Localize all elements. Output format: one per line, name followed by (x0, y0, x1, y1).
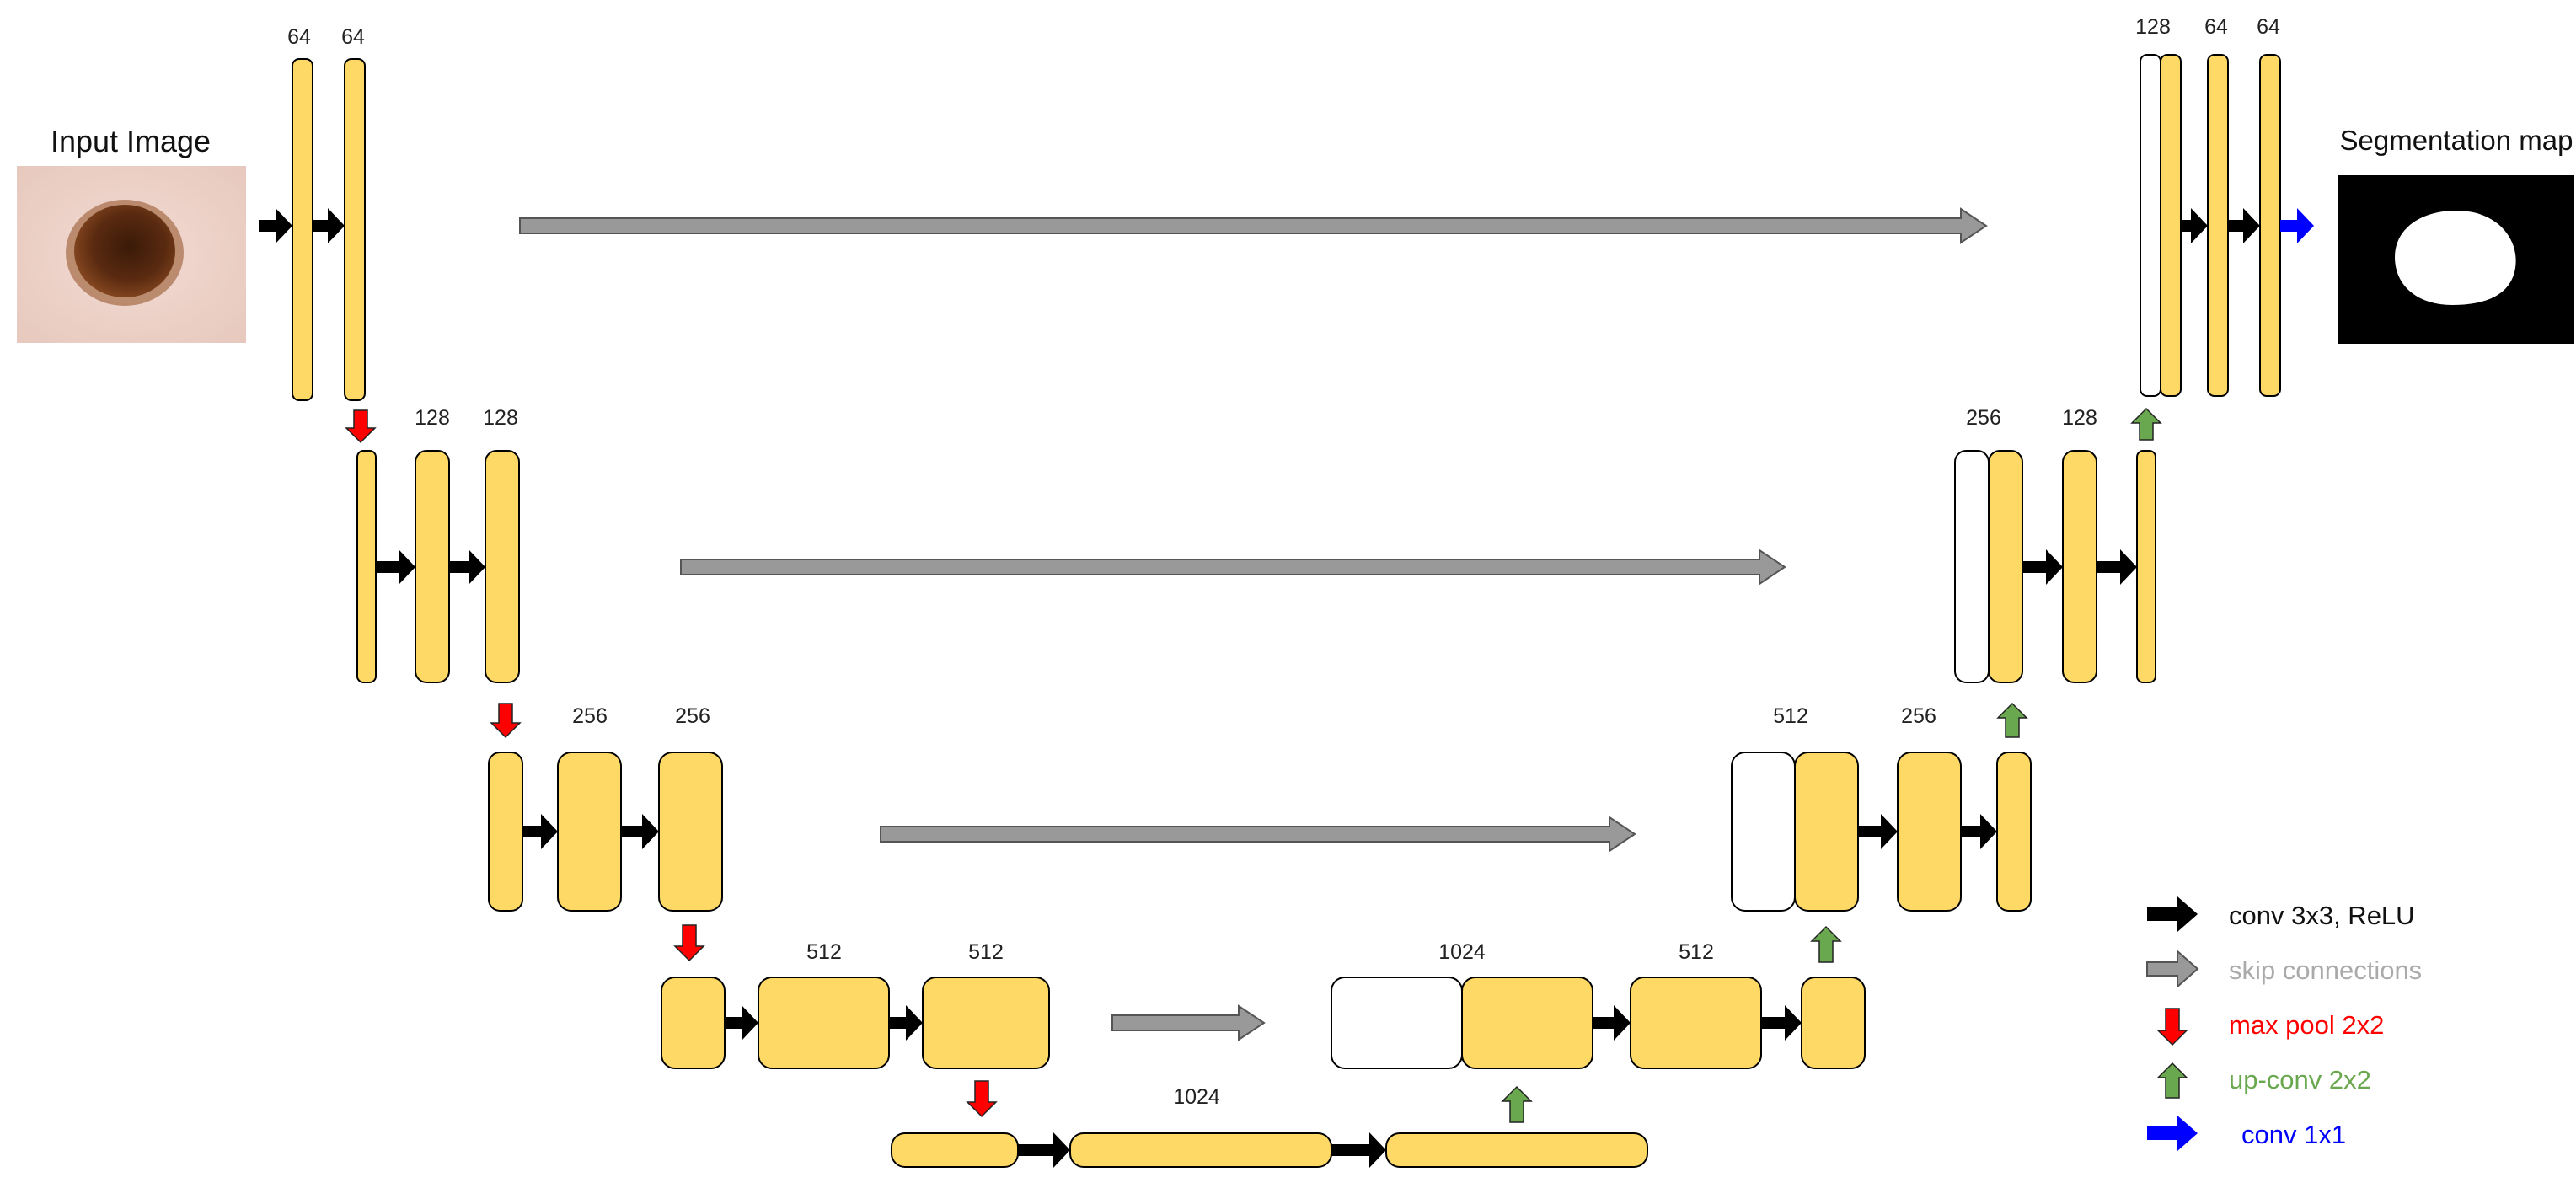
legend-conv1x1-label: conv 1x1 (2241, 1120, 2346, 1149)
channels-dec3-concat: 512 (1773, 704, 1808, 728)
feature-map-enc4a (758, 977, 890, 1069)
conv-arrow-16 (2097, 549, 2137, 585)
conv-arrow-11 (1593, 1005, 1631, 1041)
feature-map-enc3-pool (488, 752, 523, 912)
feature-map-dec3-out (1897, 752, 1962, 912)
channels-enc3a: 256 (572, 704, 608, 728)
legend-conv-arrow-icon (2147, 896, 2198, 932)
conv-arrow-4 (449, 549, 485, 585)
skip-connection-4 (1111, 1004, 1266, 1041)
feature-map-bottleneck-pool (891, 1132, 1019, 1168)
legend-skip-label: skip connections (2229, 955, 2422, 985)
feature-map-dec4-conv (1801, 977, 1866, 1069)
upconv-arrow-1 (1501, 1085, 1533, 1123)
maxpool-arrow-2 (490, 703, 522, 739)
feature-map-dec3-skip (1731, 752, 1796, 912)
feature-map-enc4b (922, 977, 1050, 1069)
feature-map-enc4-pool (661, 977, 726, 1069)
channels-dec4-concat: 1024 (1438, 940, 1486, 964)
conv-arrow-14 (1961, 814, 1997, 849)
legend-conv1x1-arrow-icon (2147, 1116, 2198, 1151)
channels-dec3-out: 256 (1901, 704, 1936, 728)
channels-enc4b: 512 (968, 940, 1004, 964)
conv1x1-arrow (2280, 208, 2314, 243)
feature-map-dec4-skip (1331, 977, 1463, 1069)
conv-arrow-15 (2022, 549, 2063, 585)
feature-map-enc2b (485, 450, 520, 683)
feature-map-dec2-skip (1954, 450, 1990, 683)
maxpool-arrow-3 (673, 924, 705, 962)
conv-arrow-3 (376, 549, 415, 585)
conv-arrow-12 (1761, 1005, 1802, 1041)
segmentation-map (2338, 175, 2574, 344)
conv-arrow-10 (1331, 1132, 1386, 1168)
channels-dec1-concat: 128 (2135, 15, 2171, 39)
feature-map-bottleneck-b (1385, 1132, 1648, 1168)
legend-upconv-arrow-icon (2156, 1062, 2188, 1099)
feature-map-enc3b (658, 752, 723, 912)
channels-dec2-concat: 256 (1966, 406, 2001, 430)
channels-dec1-b: 64 (2257, 15, 2280, 39)
feature-map-dec2-out (2062, 450, 2097, 683)
feature-map-dec4-out (1630, 977, 1762, 1069)
channels-bottleneck: 1024 (1173, 1085, 1220, 1109)
maxpool-arrow-1 (345, 409, 377, 444)
conv-arrow-5 (522, 814, 558, 849)
skip-connection-2 (680, 549, 1786, 586)
feature-map-dec4-up (1461, 977, 1593, 1069)
feature-map-enc1b (344, 58, 366, 401)
channels-enc1a: 64 (287, 25, 311, 49)
upconv-arrow-3 (1996, 702, 2028, 738)
legend: conv 3x3, ReLU skip connections max pool… (2146, 896, 2422, 1151)
conv-arrow-1 (259, 208, 292, 243)
feature-map-dec1-skip (2140, 54, 2161, 397)
channels-enc2a: 128 (415, 406, 450, 430)
feature-map-dec2-conv (2136, 450, 2156, 683)
legend-pool-label: max pool 2x2 (2229, 1010, 2384, 1040)
feature-map-dec2-up (1988, 450, 2023, 683)
feature-map-bottleneck-a (1069, 1132, 1332, 1168)
skip-connection-3 (880, 816, 1636, 853)
maxpool-arrow-4 (966, 1080, 998, 1118)
channels-enc2b: 128 (483, 406, 518, 430)
conv-arrow-2 (313, 208, 345, 243)
conv-arrow-13 (1858, 814, 1898, 849)
feature-map-dec1-up (2160, 54, 2182, 397)
legend-conv-label: conv 3x3, ReLU (2229, 901, 2415, 930)
legend-upconv-label: up-conv 2x2 (2229, 1065, 2371, 1094)
legend-pool-arrow-icon (2156, 1008, 2188, 1046)
conv-arrow-9 (1018, 1132, 1070, 1168)
conv-arrow-18 (2228, 208, 2260, 243)
feature-map-enc2a (415, 450, 450, 683)
upconv-arrow-4 (2130, 407, 2162, 441)
channels-enc1b: 64 (341, 25, 365, 49)
conv-arrow-7 (725, 1005, 758, 1041)
feature-map-enc1a (292, 58, 313, 401)
segmentation-map-label: Segmentation map (2339, 125, 2573, 156)
input-image-label: Input Image (51, 124, 211, 158)
conv-arrow-6 (621, 814, 659, 849)
legend-skip-arrow-icon (2146, 949, 2199, 989)
feature-map-enc3a (557, 752, 622, 912)
conv-arrow-8 (889, 1005, 923, 1041)
feature-map-dec1-b (2259, 54, 2281, 397)
input-image (17, 166, 246, 343)
skip-connection-1 (519, 207, 1988, 244)
channels-dec2-out: 128 (2062, 406, 2097, 430)
upconv-arrow-2 (1810, 925, 1842, 963)
feature-map-enc2-pool (356, 450, 377, 683)
feature-map-dec3-conv (1996, 752, 2032, 912)
channels-enc4a: 512 (806, 940, 842, 964)
channels-enc3b: 256 (675, 704, 710, 728)
channels-dec4-out: 512 (1679, 940, 1714, 964)
conv-arrow-17 (2181, 208, 2208, 243)
feature-map-dec3-up (1794, 752, 1859, 912)
feature-map-dec1-a (2207, 54, 2229, 397)
channels-dec1-a: 64 (2204, 15, 2228, 39)
